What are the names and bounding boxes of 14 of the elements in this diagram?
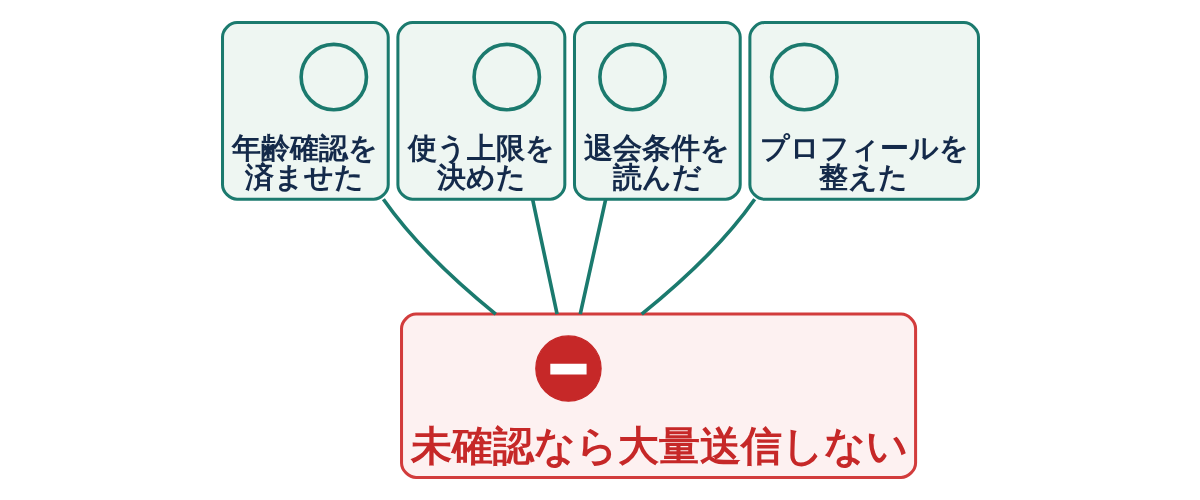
connector (640, 198, 756, 316)
node-circle (298, 42, 368, 112)
cluster: 年齢確認を済ませた (220, 21, 390, 201)
node-circle (597, 42, 667, 112)
cluster: 未確認なら大量送信しない (399, 312, 917, 479)
connector (530, 198, 559, 315)
cluster: 退会条件を読んだ (572, 21, 742, 201)
node-circle (769, 42, 839, 112)
connector (381, 198, 497, 316)
connector (577, 198, 607, 315)
node-circle (534, 335, 602, 402)
cluster: プロフィールを整えた (747, 21, 980, 201)
cluster: 使う上限を決めた (395, 21, 566, 201)
node-circle (471, 42, 541, 112)
